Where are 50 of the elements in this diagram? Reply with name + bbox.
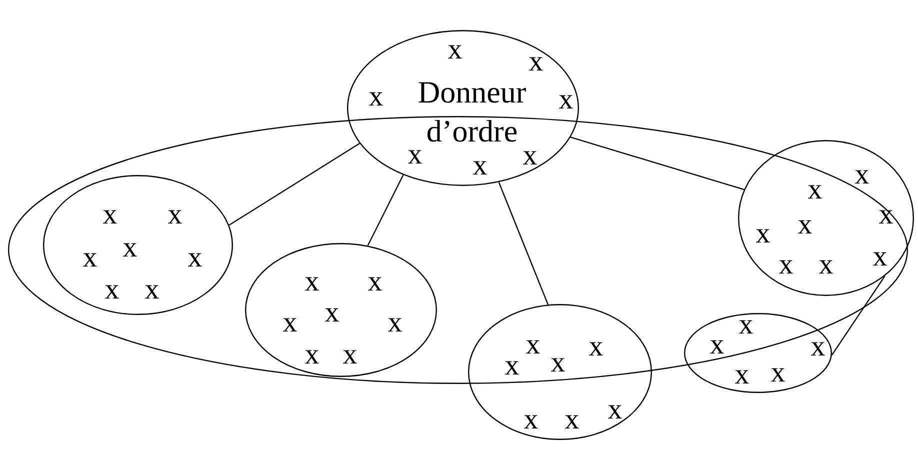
member-mark: x bbox=[304, 340, 320, 370]
group-ellipse bbox=[43, 175, 233, 315]
connector-line bbox=[570, 136, 744, 190]
connector-line bbox=[228, 142, 360, 226]
connector-line bbox=[831, 276, 886, 356]
enclosing-ellipse bbox=[8, 116, 908, 384]
member-mark: x bbox=[472, 152, 488, 180]
member-mark: x bbox=[342, 340, 358, 370]
member-mark: x bbox=[558, 86, 574, 114]
member-mark: x bbox=[778, 250, 794, 280]
member-mark: x bbox=[734, 360, 750, 390]
member-mark: x bbox=[368, 82, 384, 112]
member-mark: x bbox=[524, 406, 538, 434]
member-mark: x bbox=[104, 276, 120, 304]
member-mark: x bbox=[526, 330, 540, 360]
member-mark: x bbox=[282, 308, 298, 338]
connector-line bbox=[498, 182, 549, 305]
member-mark: x bbox=[608, 396, 622, 424]
member-mark: x bbox=[102, 200, 118, 230]
member-mark: x bbox=[168, 200, 182, 230]
member-mark: x bbox=[810, 332, 826, 362]
member-mark: x bbox=[388, 308, 402, 338]
member-mark: x bbox=[550, 348, 566, 378]
member-mark: x bbox=[854, 160, 870, 190]
member-mark: x bbox=[368, 268, 382, 296]
group-ellipse bbox=[347, 30, 579, 186]
member-mark: x bbox=[878, 200, 894, 230]
member-mark: x bbox=[770, 358, 786, 388]
member-mark: x bbox=[82, 244, 98, 272]
member-mark: x bbox=[756, 220, 770, 248]
member-mark: x bbox=[504, 352, 520, 380]
member-mark: x bbox=[588, 332, 604, 362]
member-mark: x bbox=[188, 244, 202, 272]
member-mark: x bbox=[738, 310, 754, 340]
member-mark: x bbox=[122, 234, 138, 262]
member-mark: x bbox=[808, 176, 822, 204]
group-ellipse bbox=[468, 304, 652, 440]
member-mark: x bbox=[818, 250, 834, 280]
group-ellipse bbox=[245, 243, 437, 377]
member-mark: x bbox=[872, 242, 888, 272]
member-mark: x bbox=[710, 330, 724, 360]
member-mark: x bbox=[528, 48, 544, 76]
member-mark: x bbox=[798, 210, 812, 240]
member-mark: x bbox=[304, 268, 320, 296]
group-ellipse bbox=[684, 313, 832, 393]
connector-line bbox=[367, 174, 404, 246]
member-mark: x bbox=[448, 36, 462, 64]
member-mark: x bbox=[144, 276, 160, 304]
member-mark: x bbox=[564, 406, 580, 434]
member-mark: x bbox=[324, 298, 340, 328]
